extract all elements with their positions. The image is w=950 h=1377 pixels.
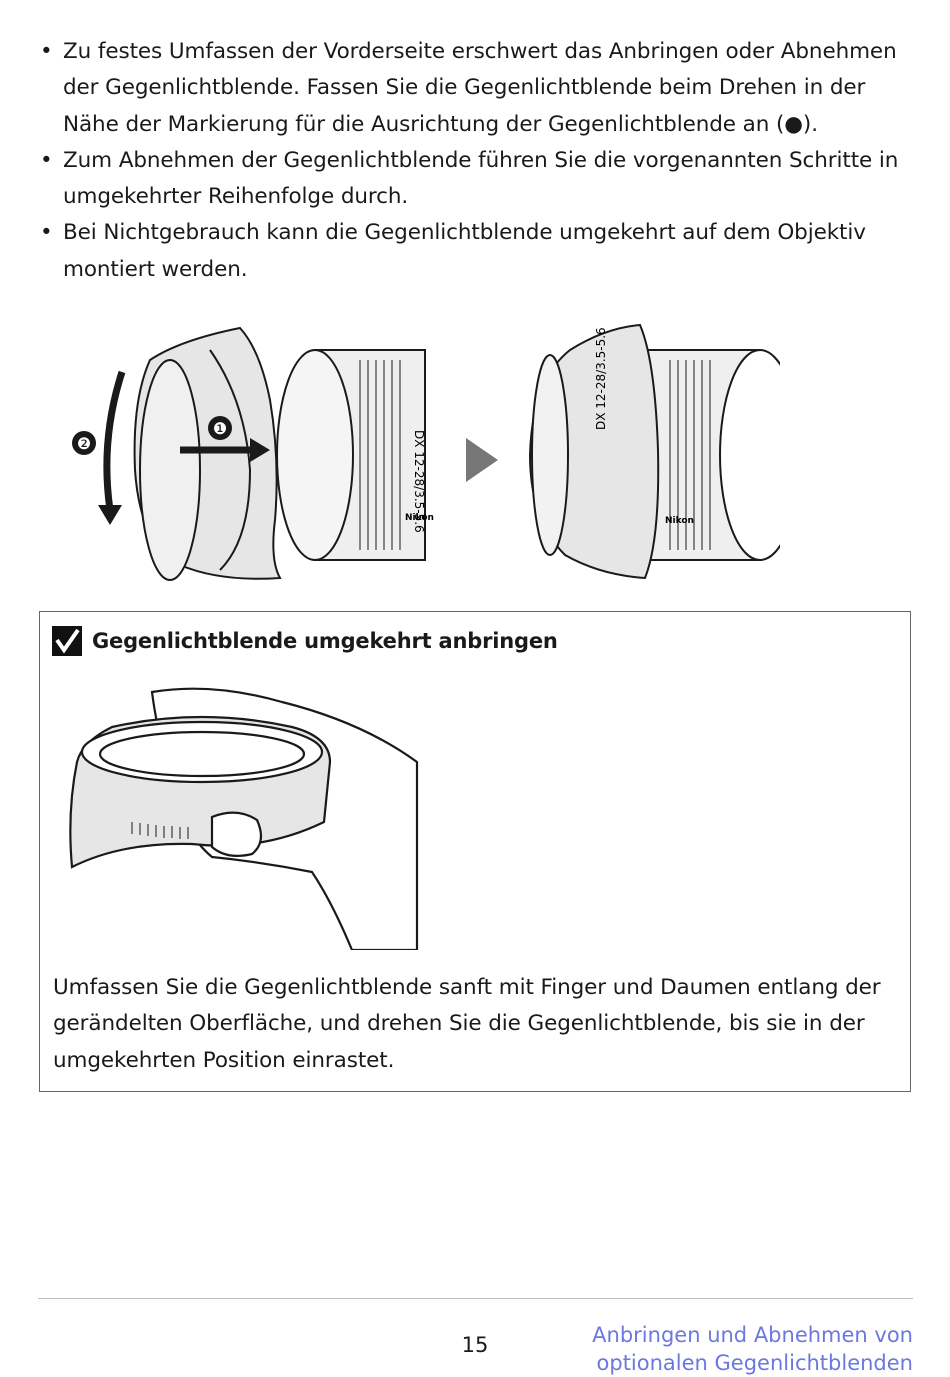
footer-divider [38, 1298, 913, 1299]
bullet-item: Zu festes Umfassen der Vorderseite ersch… [38, 34, 918, 143]
bullet-item: Zum Abnehmen der Gegenlichtblende führen… [38, 143, 918, 216]
note-title: Gegenlichtblende umgekehrt anbringen [52, 626, 558, 656]
brand-label-right: Nikon [665, 516, 694, 526]
footer-line1: Anbringen und Abnehmen von [592, 1323, 913, 1347]
footer-line2: optionalen Gegenlichtblenden [596, 1351, 913, 1375]
hand-hood-illustration [69, 687, 419, 950]
bullet-item: Bei Nichtgebrauch kann die Gegenlichtble… [38, 215, 918, 288]
note-text: Umfassen Sie die Gegenlichtblende sanft … [53, 975, 881, 1073]
note-box: Gegenlichtblende umgekehrt anbringen Umf… [39, 611, 911, 1092]
brand-label-left: Nikon [405, 513, 434, 523]
step1-marker: ❶ [213, 419, 227, 438]
lens-hood-illustration: DX 12-28/3.5-5.6 Nikon ❶ ❷ DX 12-28/3.5-… [72, 323, 780, 581]
step2-marker: ❷ [77, 434, 91, 453]
next-arrow-icon [466, 438, 498, 482]
lens-label-right: DX 12-28/3.5-5.6 [594, 327, 608, 430]
footer-link[interactable]: Anbringen und Abnehmen von optionalen Ge… [592, 1321, 913, 1377]
bullet-list: Zu festes Umfassen der Vorderseite ersch… [38, 34, 918, 288]
note-title-text: Gegenlichtblende umgekehrt anbringen [92, 629, 558, 653]
checkmark-icon [52, 626, 82, 656]
lens-label-left: DX 12-28/3.5-5.6 [412, 430, 426, 533]
page-number: 15 [461, 1333, 489, 1357]
